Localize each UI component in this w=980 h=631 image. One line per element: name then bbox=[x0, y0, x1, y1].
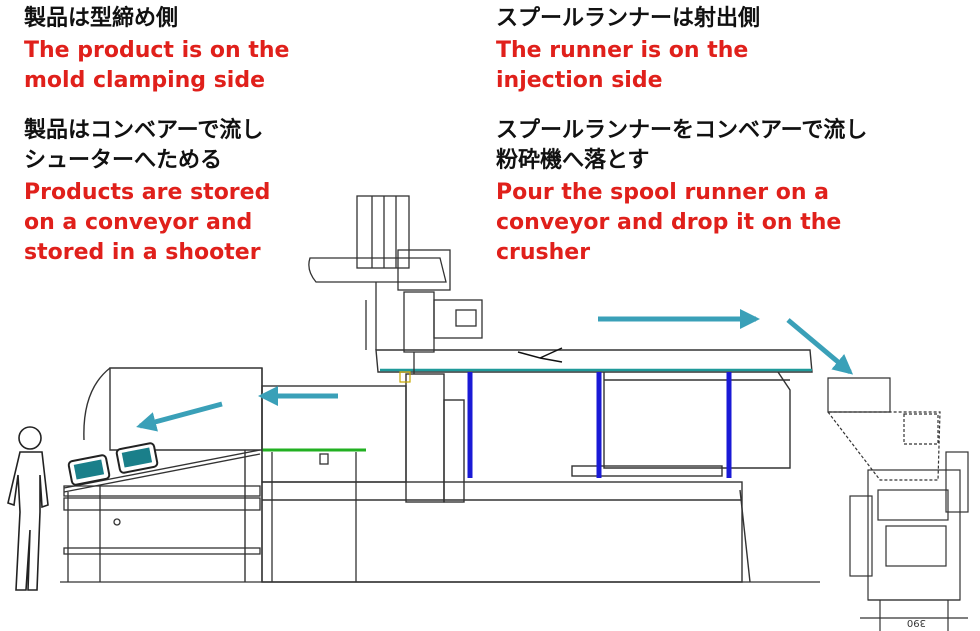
left-body-jp-1: 製品はコンベアーで流し bbox=[24, 118, 264, 143]
flow-arrow-product-2 bbox=[136, 401, 223, 432]
operator-figure bbox=[7, 426, 49, 591]
product-tray-1 bbox=[67, 454, 111, 486]
product-conveyor bbox=[63, 449, 261, 582]
product-tray-2 bbox=[115, 442, 159, 474]
right-header-en-2: injection side bbox=[496, 68, 663, 93]
right-body-en-1: Pour the spool runner on a bbox=[496, 180, 829, 205]
crusher-label: 390 bbox=[907, 617, 926, 628]
left-body-en-1: Products are stored bbox=[24, 180, 271, 205]
middle-stand bbox=[262, 448, 366, 582]
right-header-jp: スプールランナーは射出側 bbox=[496, 6, 761, 31]
right-body-en-2: conveyor and drop it on the bbox=[496, 210, 842, 235]
injection-unit bbox=[571, 359, 791, 477]
runner-conveyor bbox=[375, 347, 813, 383]
flow-arrow-runner-2 bbox=[786, 318, 854, 375]
right-body-en-3: crusher bbox=[496, 240, 591, 265]
clamp-side-housing bbox=[83, 367, 263, 582]
right-body-jp-2: 粉砕機へ落とす bbox=[496, 148, 650, 173]
left-body-jp-2: シューターへためる bbox=[24, 148, 223, 173]
crusher bbox=[826, 377, 969, 631]
machine-base bbox=[261, 481, 751, 583]
left-header-en-2: mold clamping side bbox=[24, 68, 266, 93]
left-header-en-1: The product is on the bbox=[24, 38, 290, 63]
right-header-en-1: The runner is on the bbox=[496, 38, 749, 63]
right-body-jp-1: スプールランナーをコンベアーで流し bbox=[496, 118, 868, 143]
left-body-en-2: on a conveyor and bbox=[24, 210, 253, 235]
left-header-jp: 製品は型締め側 bbox=[24, 6, 179, 31]
takeout-robot bbox=[308, 195, 483, 374]
left-body-en-3: stored in a shooter bbox=[24, 240, 261, 265]
platen-block bbox=[261, 373, 465, 503]
